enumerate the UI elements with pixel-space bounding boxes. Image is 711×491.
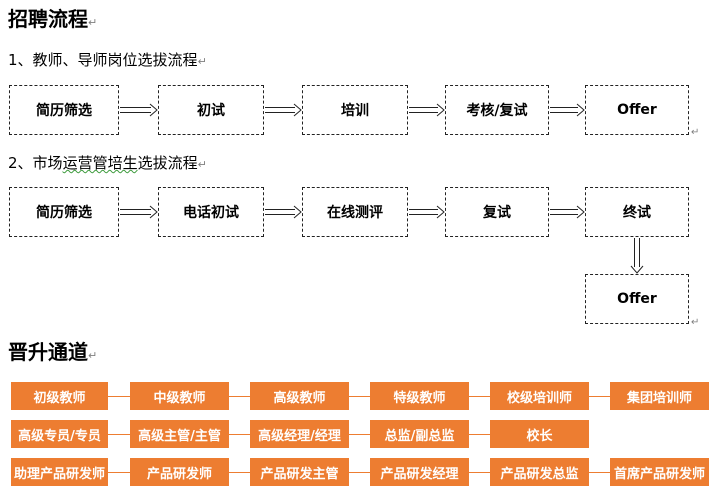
promo-row2-item: 高级专员/专员 <box>11 420 108 448</box>
flow1-step-label: Offer <box>617 102 657 118</box>
promo-label: 首席产品研发师 <box>613 466 705 482</box>
promo-label: 产品研发主管 <box>260 466 339 482</box>
row3-connector <box>469 472 490 473</box>
promo-row2-item: 总监/副总监 <box>370 420 469 448</box>
row1-connector <box>349 396 370 397</box>
flow2-heading-number: 2、 <box>8 154 33 172</box>
flow1-arrow-1 <box>120 103 158 117</box>
flow2-step-offer: Offer <box>585 274 689 324</box>
paragraph-mark: ↵ <box>197 55 207 68</box>
promo-label: 总监/副总监 <box>384 428 455 444</box>
flow2-arrow-3 <box>409 205 445 219</box>
promo-row1-item: 高级教师 <box>250 382 349 410</box>
row2-connector <box>108 434 130 435</box>
flow2-heading-text-a: 市场 <box>32 154 63 172</box>
flow2-step-phone-interview: 电话初试 <box>158 187 264 237</box>
flow2-step-label: 简历筛选 <box>36 205 92 221</box>
flow2-step-label: 终试 <box>623 205 651 221</box>
promo-label: 助理产品研发师 <box>13 466 105 482</box>
promo-label: 高级经理/经理 <box>258 428 341 444</box>
row3-connector <box>229 472 250 473</box>
flow1-heading-text: 教师、导师岗位选拔流程 <box>32 51 198 69</box>
row3-connector <box>349 472 370 473</box>
flow2-heading: 2、市场运营管培生选拔流程↵ <box>8 154 207 174</box>
row2-connector <box>469 434 490 435</box>
flow1-heading-number: 1、 <box>8 51 33 69</box>
promo-label: 高级教师 <box>273 390 326 406</box>
promotion-title: 晋升通道↵ <box>8 341 97 367</box>
flow2-step-resume-screening: 简历筛选 <box>9 187 119 237</box>
promo-label: 特级教师 <box>393 390 446 406</box>
flow1-arrow-4 <box>550 103 585 117</box>
paragraph-mark: ↵ <box>691 317 700 328</box>
flow1-heading: 1、教师、导师岗位选拔流程↵ <box>8 51 207 71</box>
flow1-step-label: 考核/复试 <box>466 103 528 119</box>
promo-label: 校级培训师 <box>506 390 572 406</box>
promo-label: 校长 <box>526 428 553 444</box>
promo-label: 高级专员/专员 <box>18 428 101 444</box>
promo-label: 中级教师 <box>153 390 206 406</box>
recruitment-title: 招聘流程↵ <box>8 8 97 34</box>
flow2-step-label: 在线测评 <box>327 205 383 221</box>
flow1-step-offer: Offer <box>585 85 689 135</box>
paragraph-mark: ↵ <box>88 16 98 29</box>
flow1-step-label: 培训 <box>341 103 369 119</box>
promo-label: 产品研发师 <box>146 466 212 482</box>
promo-row1-item: 特级教师 <box>370 382 469 410</box>
promo-label: 初级教师 <box>33 390 86 406</box>
flow1-step-assessment: 考核/复试 <box>445 85 549 135</box>
flow2-arrow-2 <box>265 205 302 219</box>
recruitment-title-text: 招聘流程 <box>8 7 88 31</box>
row2-connector <box>349 434 370 435</box>
promo-row3-item: 产品研发总监 <box>490 458 589 486</box>
flow1-step-label: 简历筛选 <box>36 103 92 119</box>
flow2-step-online-assessment: 在线测评 <box>302 187 408 237</box>
promotion-title-text: 晋升通道 <box>8 340 88 364</box>
flow2-step-second-interview: 复试 <box>445 187 549 237</box>
flow2-step-label: 电话初试 <box>183 205 239 221</box>
flow1-step-training: 培训 <box>302 85 408 135</box>
promo-row3-item: 首席产品研发师 <box>610 458 709 486</box>
row1-connector <box>229 396 250 397</box>
promo-row2-item: 高级主管/主管 <box>130 420 229 448</box>
row3-connector <box>589 472 610 473</box>
promo-row3-item: 产品研发主管 <box>250 458 349 486</box>
flow1-arrow-3 <box>409 103 445 117</box>
flow2-arrow-1 <box>120 205 158 219</box>
flow1-step-resume-screening: 简历筛选 <box>9 85 119 135</box>
flow2-heading-text-b: 运营管培生 <box>62 154 138 172</box>
promo-label: 高级主管/主管 <box>138 428 221 444</box>
promo-label: 集团培训师 <box>626 390 692 406</box>
flow2-heading-text-c: 选拔流程 <box>137 154 198 172</box>
promo-label: 产品研发经理 <box>380 466 459 482</box>
row2-connector <box>229 434 250 435</box>
flow2-step-label: 复试 <box>483 205 511 221</box>
flow1-step-label: 初试 <box>197 103 225 119</box>
flow1-step-first-interview: 初试 <box>158 85 264 135</box>
promo-label: 产品研发总监 <box>500 466 579 482</box>
row1-connector <box>469 396 490 397</box>
paragraph-mark: ↵ <box>88 349 98 362</box>
promo-row3-item: 助理产品研发师 <box>11 458 108 486</box>
paragraph-mark: ↵ <box>197 158 207 171</box>
flow2-step-label: Offer <box>617 291 657 307</box>
promo-row1-item: 中级教师 <box>130 382 229 410</box>
promo-row1-item: 集团培训师 <box>610 382 709 410</box>
promo-row2-item: 高级经理/经理 <box>250 420 349 448</box>
promo-row1-item: 校级培训师 <box>490 382 589 410</box>
flow1-arrow-2 <box>265 103 302 117</box>
promo-row1-item: 初级教师 <box>11 382 108 410</box>
flow2-step-final-interview: 终试 <box>585 187 689 237</box>
row1-connector <box>589 396 610 397</box>
paragraph-mark: ↵ <box>691 127 700 138</box>
promo-row2-item: 校长 <box>490 420 589 448</box>
promo-row3-item: 产品研发师 <box>130 458 229 486</box>
flow2-arrow-4 <box>550 205 585 219</box>
row3-connector <box>108 472 130 473</box>
row1-connector <box>108 396 130 397</box>
promo-row3-item: 产品研发经理 <box>370 458 469 486</box>
flow2-arrow-down <box>630 238 644 274</box>
